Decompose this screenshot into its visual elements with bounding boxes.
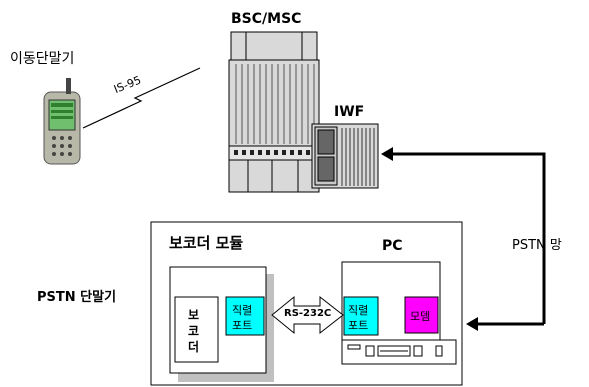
- module-serial-port-line2: 포트: [232, 319, 253, 332]
- vocoder-char-1: 보: [188, 308, 200, 322]
- pstn-network-path: [381, 147, 546, 331]
- pc-label: PC: [382, 238, 403, 254]
- module-serial-port-line1: 직렬: [232, 304, 253, 317]
- iwf-label: IWF: [334, 104, 365, 120]
- vocoder-chip-box: [174, 296, 219, 363]
- pc-serial-port-line1: 직렬: [348, 304, 369, 317]
- rs232c-label: RS-232C: [284, 308, 332, 319]
- mobile-phone-icon: [43, 78, 81, 165]
- pstn-network-label: PSTN 망: [512, 238, 562, 253]
- module-serial-port-box: [225, 296, 265, 336]
- pc-unit: [341, 261, 457, 365]
- radio-link-line: [82, 67, 201, 129]
- bsc-msc-label: BSC/MSC: [231, 11, 302, 27]
- modem-label: 모뎀: [410, 310, 431, 323]
- bsc-msc-cabinet: [228, 31, 320, 193]
- vocoder-module-label: 보코더 모듈: [169, 234, 244, 252]
- vocoder-char-2: 코: [188, 324, 200, 338]
- mobile-label: 이동단말기: [10, 51, 75, 67]
- pc-serial-port-line2: 포트: [348, 319, 369, 332]
- vocoder-char-3: 더: [188, 340, 200, 354]
- pstn-terminal-label: PSTN 단말기: [37, 290, 117, 305]
- rs232c-double-arrow: [271, 295, 344, 335]
- iwf-cabinet: [311, 123, 379, 189]
